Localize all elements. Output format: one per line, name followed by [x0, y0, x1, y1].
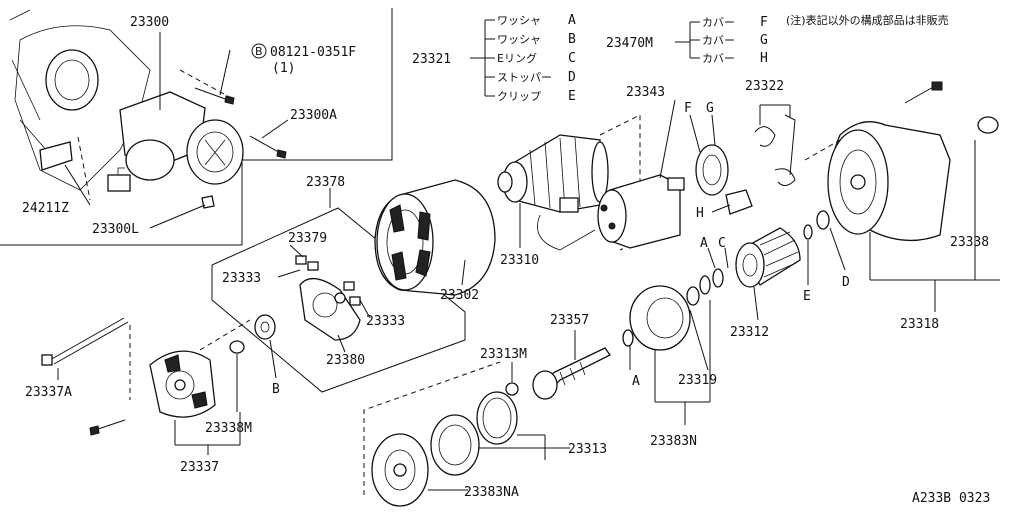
gear-23313 [363, 361, 570, 495]
shaft-23357 [505, 329, 634, 400]
callout-23333-right: 23333 [366, 314, 405, 329]
legend-23321-letter-b: B [568, 32, 576, 47]
small-parts-acde [699, 210, 846, 295]
rear-housing-23318 [804, 81, 1000, 312]
callout-24211Z: 24211Z [22, 201, 69, 216]
letter-e: E [803, 289, 811, 304]
brush-holder-box [211, 188, 466, 393]
letter-c: C [718, 236, 726, 251]
callout-bolt-spec: 08121-0351F [270, 45, 356, 60]
legend-23321-name-a: ワッシャ [497, 14, 541, 27]
callout-23322: 23322 [745, 79, 784, 94]
callout-23302: 23302 [440, 288, 479, 303]
callout-23337: 23337 [180, 460, 219, 475]
callout-23338: 23338 [950, 235, 989, 250]
legend-23321-name-e: クリップ [497, 90, 541, 103]
letter-b: B [272, 382, 280, 397]
callout-23318: 23318 [900, 317, 939, 332]
callout-23380: 23380 [326, 353, 365, 368]
armature-23310 [497, 134, 609, 248]
callout-23313M: 23313M [480, 347, 527, 362]
letter-d: D [842, 275, 850, 290]
letter-a-lower: A [632, 374, 640, 389]
bolt-spec-b-icon: B [251, 43, 267, 59]
callout-23470M: 23470M [606, 36, 653, 51]
callout-23300L: 23300L [92, 222, 139, 237]
note-non-sale-parts: (注)表記以外の構成部品は非販売 [786, 13, 949, 27]
legend-23470M-name-h: カバー [702, 52, 735, 65]
legend-23321-letter-a: A [568, 13, 576, 28]
clips-23322 [754, 104, 796, 186]
gear-23383NA [371, 433, 468, 507]
callout-23357: 23357 [550, 313, 589, 328]
legend-23321-letter-c: C [568, 51, 576, 66]
letter-h: H [696, 206, 704, 221]
legend-23470M-name-g: カバー [702, 34, 735, 47]
callout-23310: 23310 [500, 253, 539, 268]
letter-f: F [684, 101, 692, 116]
legend-23470M-letter-g: G [760, 33, 768, 48]
callout-23343: 23343 [626, 85, 665, 100]
legend-23321 [470, 19, 495, 97]
letter-a-upper: A [700, 236, 708, 251]
covers-fgh [689, 114, 753, 215]
through-bolt-23337A [41, 317, 129, 380]
callout-23313: 23313 [568, 442, 607, 457]
callout-23337A: 23337A [25, 385, 72, 400]
legend-23470M-letter-h: H [760, 51, 768, 66]
callout-23319: 23319 [678, 373, 717, 388]
end-cover-23337 [89, 314, 277, 455]
front-housing-23383N [629, 285, 711, 425]
callout-23312: 23312 [730, 325, 769, 340]
legend-23470M-name-f: カバー [702, 16, 735, 29]
letter-g: G [706, 101, 714, 116]
yoke-23302 [374, 179, 496, 296]
callout-bolt-qty: (1) [272, 61, 295, 76]
legend-23321-name-c: Eリング [497, 51, 537, 65]
legend-23321-letter-d: D [568, 70, 576, 85]
callout-23338M: 23338M [205, 421, 252, 436]
callout-23300A: 23300A [290, 108, 337, 123]
bolt-spec-circle-letter: B [255, 45, 263, 58]
pinion-23312 [735, 227, 801, 321]
legend-23321-letter-e: E [568, 89, 576, 104]
callout-23300: 23300 [130, 15, 169, 30]
solenoid-23343 [537, 99, 685, 251]
legend-23470M-letter-f: F [760, 15, 768, 30]
legend-23321-name-d: ストッパー [497, 71, 552, 84]
legend-23470M [675, 21, 700, 59]
callout-23383NA: 23383NA [464, 485, 519, 500]
callout-23321: 23321 [412, 52, 451, 67]
callout-23378: 23378 [306, 175, 345, 190]
callout-23383N: 23383N [650, 434, 697, 449]
engine-mounting-inset [0, 8, 393, 246]
diagram-code: A233B 0323 [912, 491, 990, 506]
callout-23333-left: 23333 [222, 271, 261, 286]
legend-23321-name-b: ワッシャ [497, 33, 541, 46]
callout-23379: 23379 [288, 231, 327, 246]
